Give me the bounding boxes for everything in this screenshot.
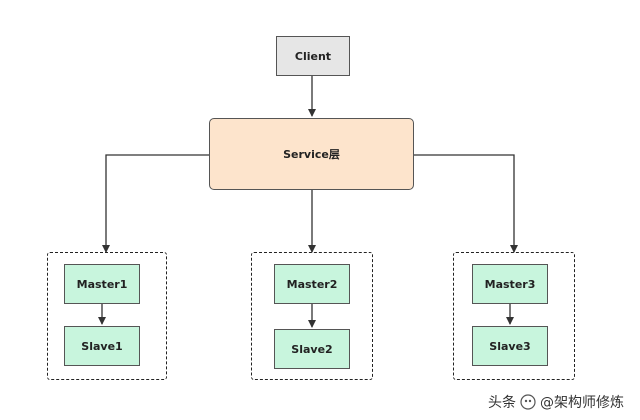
slave1-node: Slave1 <box>64 326 140 366</box>
arrow-service-group1 <box>102 154 209 253</box>
db-group-1 <box>47 252 167 380</box>
master2-node: Master2 <box>274 264 350 304</box>
service-layer-node: Service层 <box>209 118 414 190</box>
slave2-node: Slave2 <box>274 329 350 369</box>
arrow-service-group3 <box>414 154 518 253</box>
watermark: 头条 @架构师修炼 <box>486 392 626 412</box>
db-group-2 <box>251 252 373 380</box>
master1-node: Master1 <box>64 264 140 304</box>
watermark-logo-icon <box>520 394 536 410</box>
master3-node: Master3 <box>472 264 548 304</box>
watermark-handle: @架构师修炼 <box>540 395 624 411</box>
slave3-node: Slave3 <box>472 326 548 366</box>
client-node: Client <box>276 36 350 76</box>
watermark-prefix: 头条 <box>488 395 516 411</box>
db-group-3 <box>453 252 575 380</box>
